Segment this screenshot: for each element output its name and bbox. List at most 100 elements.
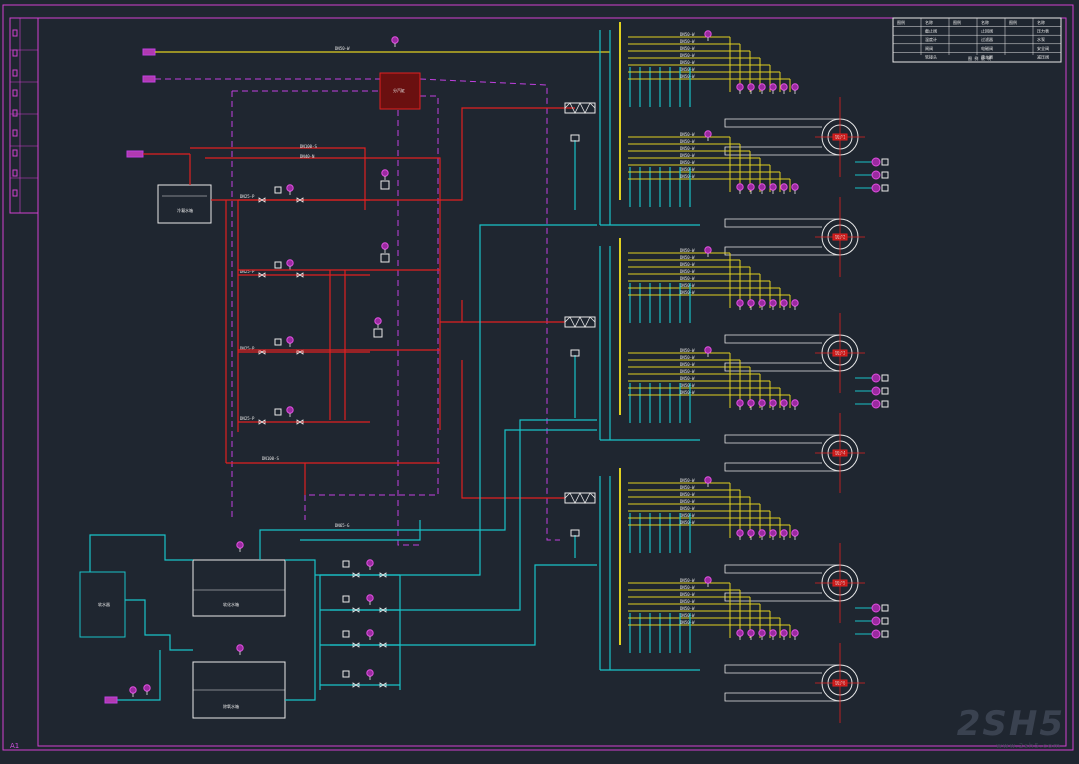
instrument-box xyxy=(342,595,350,603)
pressure-gauge-icon xyxy=(780,529,788,537)
instrument-box xyxy=(342,670,350,678)
pressure-gauge-icon xyxy=(381,242,389,250)
sub-cylinder-label: 分汽缸 xyxy=(393,87,405,93)
pressure-gauge-icon xyxy=(758,299,766,307)
instrument-box xyxy=(881,630,889,638)
instrument-box xyxy=(881,400,889,408)
instrument-box xyxy=(881,387,889,395)
pressure-gauge-icon xyxy=(780,399,788,407)
pipe-label: DN50-W xyxy=(680,613,695,618)
valve-icon xyxy=(379,572,387,578)
binding-mark xyxy=(12,69,18,77)
instrument-box xyxy=(380,253,390,263)
pressure-gauge-icon xyxy=(143,684,151,692)
pressure-gauge-icon xyxy=(791,529,799,537)
valve-icon xyxy=(352,607,360,613)
valve-icon xyxy=(258,197,266,203)
pipe-label: DN50-W xyxy=(680,60,695,65)
valve-icon xyxy=(352,682,360,688)
pressure-gauge-icon xyxy=(129,686,137,694)
boiler-label: 锅炉3 xyxy=(835,350,846,356)
pressure-gauge-icon xyxy=(758,629,766,637)
instrument-box xyxy=(881,158,889,166)
tank-label: 冷凝水箱 xyxy=(177,207,193,213)
pressure-gauge-icon xyxy=(704,30,712,38)
title-block-cell: 电磁阀 xyxy=(981,45,993,51)
title-block-cell: 名称 xyxy=(1037,19,1045,25)
inlet-stub xyxy=(142,75,156,83)
pressure-gauge-icon xyxy=(366,669,374,677)
pipe-label: DN50-W xyxy=(680,606,695,611)
instrument-box xyxy=(342,560,350,568)
pressure-gauge-icon xyxy=(381,169,389,177)
pressure-gauge-icon xyxy=(747,83,755,91)
pressure-gauge-icon xyxy=(747,299,755,307)
steam-line xyxy=(190,147,366,210)
softened-water-tank xyxy=(192,559,286,617)
binding-mark xyxy=(12,49,18,57)
pressure-gauge-icon xyxy=(236,541,244,549)
pipe-label: DN25-P xyxy=(240,269,255,274)
fuel-gauge-icon xyxy=(391,36,399,44)
pressure-gauge-icon xyxy=(366,594,374,602)
pressure-gauge-icon xyxy=(736,399,744,407)
pipe-label: DN50-W xyxy=(680,506,695,511)
valve-icon xyxy=(258,419,266,425)
pressure-gauge-icon xyxy=(704,576,712,584)
pipe-label: DN50-W xyxy=(680,355,695,360)
instrument-box xyxy=(274,261,282,269)
boiler-flue xyxy=(724,564,840,574)
pipe-label: DN40-N xyxy=(300,154,315,159)
pipe-label: DN50-W xyxy=(680,132,695,137)
valve-icon xyxy=(296,419,304,425)
binding-mark xyxy=(12,169,18,177)
pipe-label: DN50-W xyxy=(680,499,695,504)
burner-icon xyxy=(871,373,881,383)
boiler-label: 锅炉6 xyxy=(835,680,846,686)
pressure-gauge-icon xyxy=(769,299,777,307)
pipe-label: DN50-W xyxy=(680,376,695,381)
burner-icon xyxy=(871,157,881,167)
pipe-label: DN25-P xyxy=(240,194,255,199)
instrument-box xyxy=(274,338,282,346)
pipe-label: DN50-W xyxy=(680,160,695,165)
pressure-gauge-icon xyxy=(704,476,712,484)
vent-line xyxy=(397,110,420,546)
water-line xyxy=(89,534,193,572)
title-block-cell: 截止阀 xyxy=(925,28,937,34)
steam-line xyxy=(205,157,441,430)
pressure-gauge-icon xyxy=(769,83,777,91)
boiler-label: 锅炉5 xyxy=(835,580,846,586)
boiler-flue xyxy=(724,218,840,228)
instrument-box xyxy=(881,171,889,179)
water-line xyxy=(330,564,597,646)
boiler-label: 锅炉4 xyxy=(835,450,846,456)
instrument-box xyxy=(570,349,580,357)
instrument-box xyxy=(881,184,889,192)
pipe-label: DN50-W xyxy=(680,74,695,79)
pressure-gauge-icon xyxy=(286,336,294,344)
water-line xyxy=(125,599,193,651)
instrument-box xyxy=(881,617,889,625)
binding-mark xyxy=(12,109,18,117)
instrument-box xyxy=(380,180,390,190)
pressure-gauge-icon xyxy=(780,183,788,191)
pipe-label: DN50-W xyxy=(680,276,695,281)
inlet-stub xyxy=(142,48,156,56)
pipe-label: DN25-P xyxy=(240,346,255,351)
heat-exchanger-coil xyxy=(564,102,596,114)
pipe-label: DN50-W xyxy=(680,390,695,395)
pipe-label: DN50-W xyxy=(680,53,695,58)
title-block-cell: 软接头 xyxy=(925,53,937,59)
pipe-label: DN50-W xyxy=(680,369,695,374)
pipe-label: DN50-W xyxy=(680,269,695,274)
title-block-cell: 温度计 xyxy=(925,36,937,42)
burner-icon xyxy=(871,616,881,626)
instrument-box xyxy=(274,186,282,194)
sheet-size-label: A1 xyxy=(10,742,20,750)
pipe-label: DN50-W xyxy=(680,362,695,367)
pressure-gauge-icon xyxy=(366,629,374,637)
pipe-label: DN50-W xyxy=(680,599,695,604)
pipe-label: DN50-W xyxy=(680,39,695,44)
instrument-box xyxy=(570,134,580,142)
